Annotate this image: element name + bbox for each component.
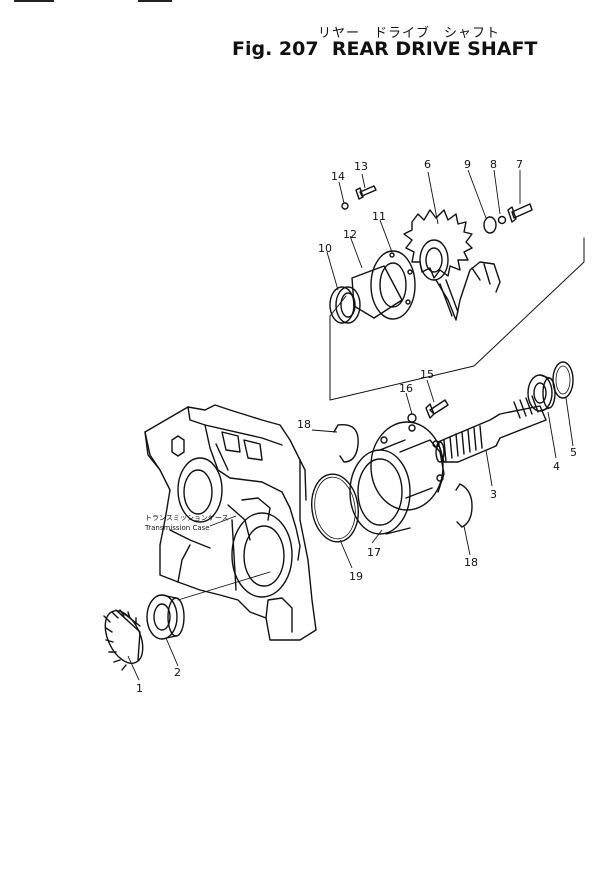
callout-18-upper: 18 (297, 418, 311, 431)
callout-10: 10 (318, 242, 332, 255)
figure-number: Fig. 207 (232, 38, 319, 60)
leader-lines (127, 169, 574, 681)
washer-part-8 (497, 215, 507, 225)
figure-title: Fig. 207 REAR DRIVE SHAFT (232, 38, 537, 60)
callout-2: 2 (174, 666, 181, 679)
callout-17: 17 (367, 546, 381, 559)
case-label-japanese: トランスミッションケース (145, 514, 229, 522)
callout-5: 5 (570, 446, 577, 459)
snap-ring-part-18-upper (333, 423, 359, 463)
bolt-part-7 (507, 203, 533, 223)
header-rule-right (138, 0, 172, 2)
bearing-part-4 (527, 374, 556, 412)
bolt-part-13 (355, 185, 377, 200)
bevel-gear-part-1 (103, 609, 144, 671)
header-rule-left (14, 0, 54, 2)
callout-19: 19 (349, 570, 363, 583)
callout-15: 15 (420, 368, 434, 381)
callout-4: 4 (553, 460, 560, 473)
callout-7: 7 (516, 158, 523, 171)
sprocket-part-6 (403, 209, 501, 321)
callout-8: 8 (490, 158, 497, 171)
washer-part-14 (341, 202, 349, 210)
callout-3: 3 (490, 488, 497, 501)
washer-part-9 (483, 216, 497, 234)
callout-labels: 1 2 3 4 5 6 7 8 9 10 11 12 13 14 15 16 1… (136, 158, 577, 695)
o-ring-part-19 (311, 473, 359, 543)
case-label-english: Transmission Case (144, 524, 210, 532)
ring-part-5 (552, 361, 574, 399)
callout-12: 12 (343, 228, 357, 241)
bolt-part-15 (425, 399, 449, 419)
transmission-case-label: トランスミッションケース Transmission Case (144, 514, 237, 532)
callout-9: 9 (464, 158, 471, 171)
bearing-part-2 (146, 594, 185, 640)
flange-part-11 (370, 250, 416, 320)
callout-16: 16 (399, 382, 413, 395)
seal-part-10 (329, 286, 355, 324)
callout-18-lower: 18 (464, 556, 478, 569)
callout-6: 6 (424, 158, 431, 171)
title-japanese: リヤー ドライブ シャフト (318, 26, 501, 41)
callout-14: 14 (331, 170, 345, 183)
snap-ring-part-18-lower (455, 483, 473, 528)
callout-11: 11 (372, 210, 386, 223)
housing-part-17 (349, 421, 445, 535)
callout-1: 1 (136, 682, 143, 695)
transmission-case-drawing (144, 404, 317, 641)
figure-name: REAR DRIVE SHAFT (331, 38, 538, 60)
drive-shaft-part-3 (435, 395, 547, 463)
callout-13: 13 (354, 160, 368, 173)
plate-part-12 (351, 265, 403, 319)
washer-part-16 (407, 413, 417, 423)
